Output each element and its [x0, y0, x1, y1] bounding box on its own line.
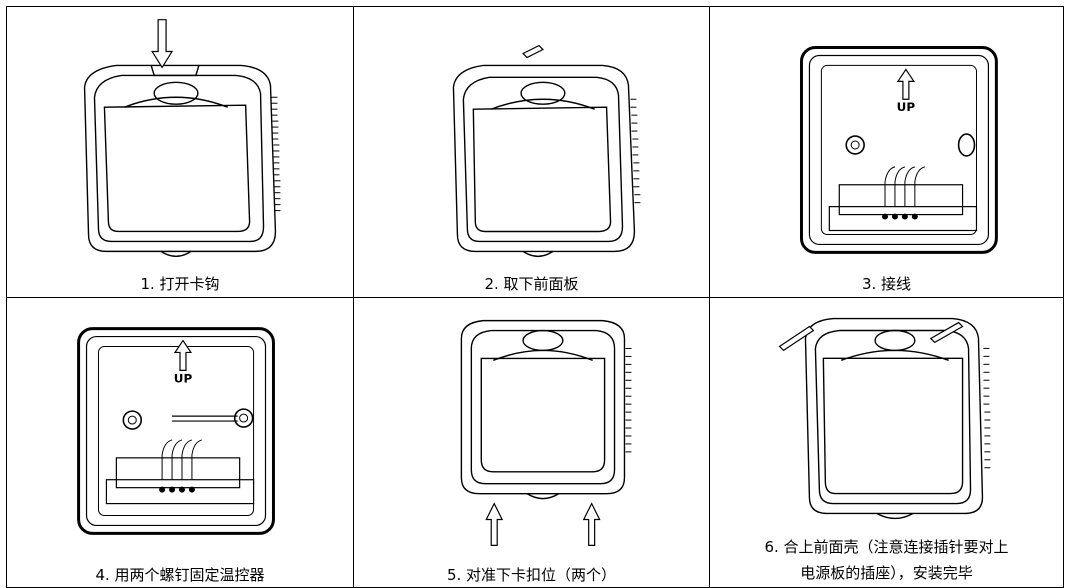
step-6-cell: 6. 合上前面壳（注意连接插针要对上 电源板的插座），安装完毕	[709, 297, 1064, 588]
device-closed-top-push-icon	[83, 19, 281, 258]
step-6-caption-line-1: 6. 合上前面壳（注意连接插针要对上	[764, 538, 1009, 556]
up-label: UP	[174, 371, 193, 385]
left-clip-arrow-icon	[485, 502, 504, 546]
removed-clip-icon	[522, 44, 544, 59]
step-1-cell: 1. 打开卡钩	[6, 6, 354, 298]
step-3-cell: UP 3. 接线	[709, 6, 1064, 298]
step-1-caption: 1. 打开卡钩	[140, 275, 220, 293]
up-arrow-icon	[896, 68, 915, 100]
device-closing-icon	[778, 317, 991, 520]
step-4-caption: 4. 用两个螺钉固定温控器	[95, 566, 265, 584]
right-hinge-clip-icon	[929, 321, 964, 344]
step-5-caption: 5. 对准下卡扣位（两个）	[446, 566, 617, 584]
up-arrow-icon	[173, 339, 193, 371]
base-screw-fix-icon: UP	[77, 327, 275, 535]
step-4-cell: UP 4. 用两个螺钉固定温控器	[6, 297, 354, 588]
step-5-cell: 5. 对准下卡扣位（两个）	[353, 297, 710, 588]
push-arrow-icon	[151, 19, 174, 69]
right-clip-arrow-icon	[582, 502, 601, 546]
device-bottom-clip-icon	[460, 319, 632, 546]
step-2-cell: 2. 取下前面板	[353, 6, 710, 298]
step-6-caption-line-2: 电源板的插座），安装完毕	[800, 564, 973, 582]
left-hinge-clip-icon	[778, 325, 815, 352]
device-cover-removed-icon	[452, 44, 641, 258]
step-3-caption: 3. 接线	[861, 275, 912, 293]
up-label: UP	[897, 100, 916, 114]
base-wiring-icon: UP	[799, 46, 998, 254]
step-2-caption: 2. 取下前面板	[484, 275, 579, 293]
